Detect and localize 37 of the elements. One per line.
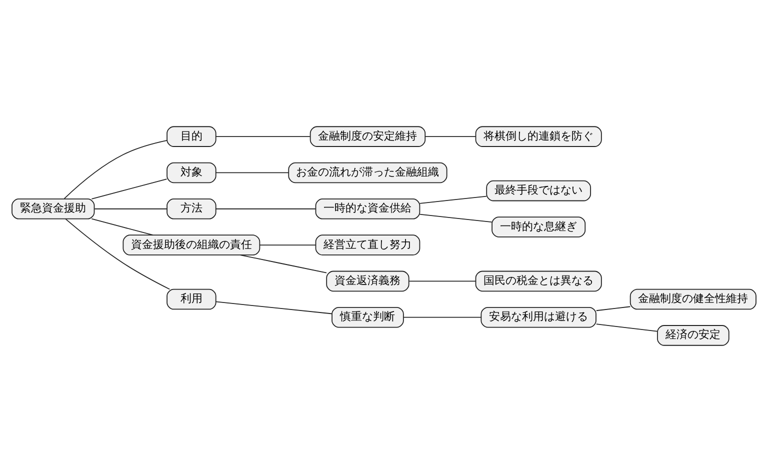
node-box: 国民の税金とは異なる bbox=[475, 270, 602, 292]
connector bbox=[240, 254, 327, 273]
connector bbox=[596, 323, 658, 332]
connector bbox=[408, 280, 476, 282]
connector bbox=[91, 178, 168, 199]
connector bbox=[215, 300, 332, 314]
connector bbox=[215, 208, 316, 209]
connector bbox=[424, 136, 476, 137]
node-box: 金融制度の健全性維持 bbox=[630, 288, 756, 310]
node-box: 資金援助後の組織の責任 bbox=[122, 234, 260, 255]
node-box: 慎重な判断 bbox=[332, 306, 404, 328]
node-box: 目的 bbox=[166, 126, 216, 146]
node-box: 一時的な資金供給 bbox=[315, 198, 420, 219]
node-box: 将棋倒し的連鎖を防ぐ bbox=[475, 126, 602, 146]
connector bbox=[419, 213, 492, 222]
connector bbox=[419, 195, 487, 204]
node-box: 経済の安定 bbox=[657, 324, 730, 346]
connector bbox=[91, 218, 154, 236]
node-box: 安易な利用は避ける bbox=[480, 306, 596, 328]
connector bbox=[403, 316, 482, 318]
connector bbox=[65, 218, 170, 290]
node-box: 一時的な息継ぎ bbox=[492, 216, 586, 237]
node-box: 緊急資金援助 bbox=[12, 198, 95, 219]
node-box: 経営立て直し努力 bbox=[315, 234, 420, 255]
connector bbox=[64, 140, 168, 198]
node-box: 資金返済義務 bbox=[326, 270, 410, 292]
node-box: 方法 bbox=[166, 198, 216, 219]
node-box: 対象 bbox=[166, 162, 216, 183]
node-box: 金融制度の安定維持 bbox=[310, 126, 426, 146]
connector bbox=[94, 208, 168, 209]
node-box: 最終手段ではない bbox=[486, 180, 592, 201]
connector bbox=[215, 136, 310, 137]
connector bbox=[215, 172, 289, 173]
connector bbox=[259, 244, 316, 245]
connector bbox=[596, 306, 631, 311]
node-box: お金の流れが滞った金融組織 bbox=[288, 162, 448, 183]
node-box: 利用 bbox=[166, 288, 216, 310]
